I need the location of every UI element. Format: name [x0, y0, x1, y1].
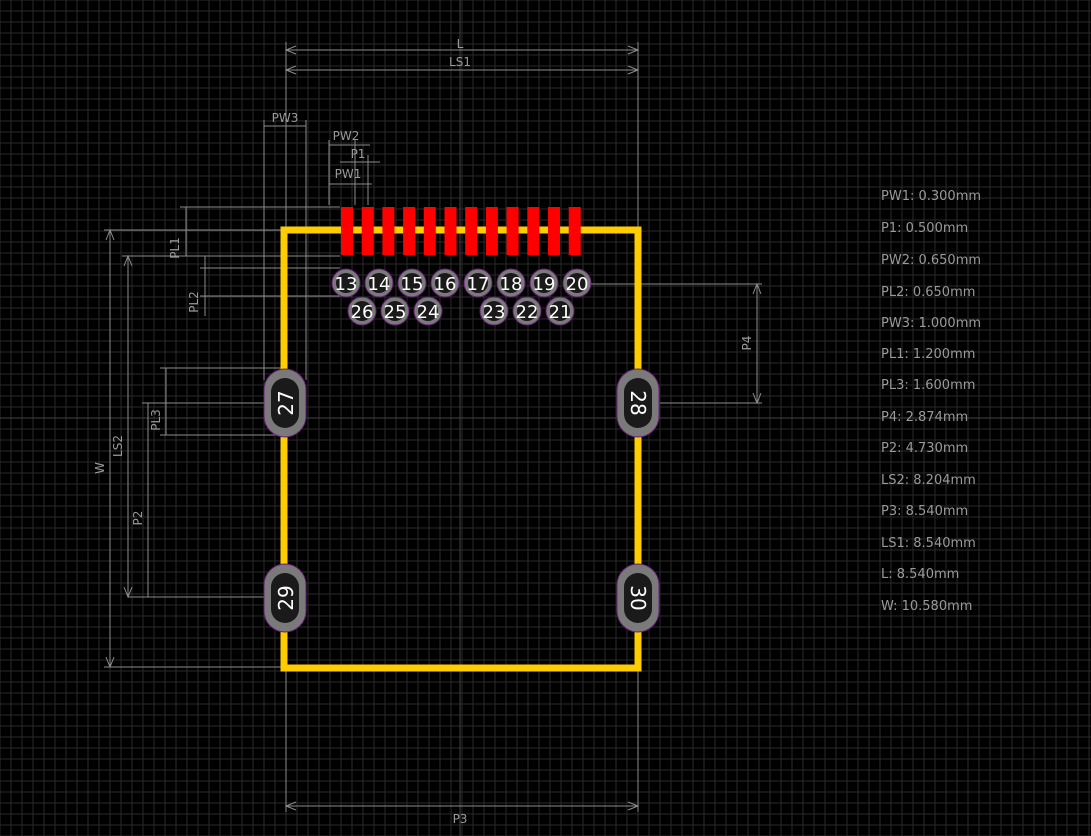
param-pw2: PW2: 0.650mm [881, 253, 981, 268]
param-pl1: PL1: 1.200mm [881, 347, 975, 362]
smd-pad[interactable] [341, 207, 353, 255]
dim-label-PW2: PW2 [333, 129, 360, 143]
dim-label-PL2: PL2 [187, 291, 201, 313]
smd-pad[interactable] [568, 207, 581, 255]
smd-pad[interactable] [465, 207, 478, 255]
mount-pad-27[interactable]: 27 [263, 368, 307, 438]
smd-pad[interactable] [382, 207, 395, 255]
param-p3: P3: 8.540mm [881, 504, 968, 519]
param-pw1: PW1: 0.300mm [881, 189, 981, 204]
pad-26[interactable]: 26 [347, 296, 377, 326]
param-p1: P1: 0.500mm [881, 221, 968, 236]
dim-label-PL1: PL1 [168, 237, 182, 259]
mount-pad-label-28: 28 [626, 390, 650, 415]
pad-label-24: 24 [417, 302, 440, 323]
smd-pad[interactable] [527, 207, 540, 255]
dim-label-P2: P2 [131, 511, 145, 526]
pad-label-13: 13 [335, 274, 358, 295]
param-w: W: 10.580mm [881, 599, 972, 614]
mount-pad-label-30: 30 [626, 585, 650, 610]
pad-label-21: 21 [549, 302, 572, 323]
mount-pad-30[interactable]: 30 [616, 563, 660, 633]
mount-pad-label-27: 27 [274, 390, 298, 415]
dim-label-P4: P4 [740, 336, 754, 351]
component-outline[interactable] [280, 226, 642, 672]
dimension-lines [104, 42, 762, 812]
pad-16[interactable]: 16 [430, 268, 460, 298]
pad-25[interactable]: 25 [380, 296, 410, 326]
parameter-list: PW1: 0.300mm P1: 0.500mm PW2: 0.650mm PL… [881, 189, 981, 614]
pad-label-18: 18 [500, 274, 523, 295]
dim-label-PL3: PL3 [149, 409, 163, 431]
pad-label-23: 23 [483, 302, 506, 323]
pad-label-16: 16 [434, 274, 457, 295]
param-l: L: 8.540mm [881, 567, 959, 582]
pad-row-2[interactable]: 26 25 24 23 22 21 [347, 296, 575, 326]
smd-pad[interactable] [403, 207, 416, 255]
pad-row-1[interactable]: 13 14 15 16 17 18 19 20 [331, 268, 592, 298]
pad-label-26: 26 [351, 302, 374, 323]
pad-13[interactable]: 13 [331, 268, 361, 298]
smd-pad[interactable] [506, 207, 519, 255]
pad-19[interactable]: 19 [529, 268, 559, 298]
smd-pad[interactable] [361, 207, 374, 255]
pad-15[interactable]: 15 [397, 268, 427, 298]
pad-label-14: 14 [368, 274, 391, 295]
pad-label-19: 19 [533, 274, 556, 295]
mount-pad-label-29: 29 [274, 585, 298, 610]
pad-21[interactable]: 21 [545, 296, 575, 326]
pad-17[interactable]: 17 [463, 268, 493, 298]
dim-label-L: L [457, 37, 464, 51]
smd-pads[interactable] [341, 207, 581, 255]
pad-22[interactable]: 22 [512, 296, 542, 326]
pad-20[interactable]: 20 [562, 268, 592, 298]
pad-23[interactable]: 23 [479, 296, 509, 326]
dim-label-PW3: PW3 [272, 111, 299, 125]
pad-24[interactable]: 24 [413, 296, 443, 326]
mount-pad-28[interactable]: 28 [616, 368, 660, 438]
param-p2: P2: 4.730mm [881, 441, 968, 456]
dim-label-LS2: LS2 [111, 435, 125, 457]
dim-label-P3: P3 [453, 812, 468, 826]
param-ls1: LS1: 8.540mm [881, 536, 976, 551]
pad-label-22: 22 [516, 302, 539, 323]
dim-label-PW1: PW1 [335, 167, 362, 181]
smd-pad[interactable] [548, 207, 560, 255]
param-pl2: PL2: 0.650mm [881, 285, 975, 300]
dim-label-P1: P1 [351, 147, 366, 161]
pad-label-20: 20 [566, 274, 589, 295]
param-pw3: PW3: 1.000mm [881, 316, 981, 331]
param-ls2: LS2: 8.204mm [881, 473, 976, 488]
pad-label-15: 15 [401, 274, 424, 295]
pad-label-17: 17 [467, 274, 490, 295]
pad-label-25: 25 [384, 302, 407, 323]
dim-label-LS1: LS1 [449, 55, 471, 69]
smd-pad[interactable] [485, 207, 498, 255]
smd-pad[interactable] [444, 207, 457, 255]
param-pl3: PL3: 1.600mm [881, 378, 975, 393]
smd-pad[interactable] [423, 207, 436, 255]
param-p4: P4: 2.874mm [881, 410, 968, 425]
mount-pad-29[interactable]: 29 [263, 563, 307, 633]
pad-18[interactable]: 18 [496, 268, 526, 298]
dim-label-W: W [93, 462, 107, 474]
pad-14[interactable]: 14 [364, 268, 394, 298]
